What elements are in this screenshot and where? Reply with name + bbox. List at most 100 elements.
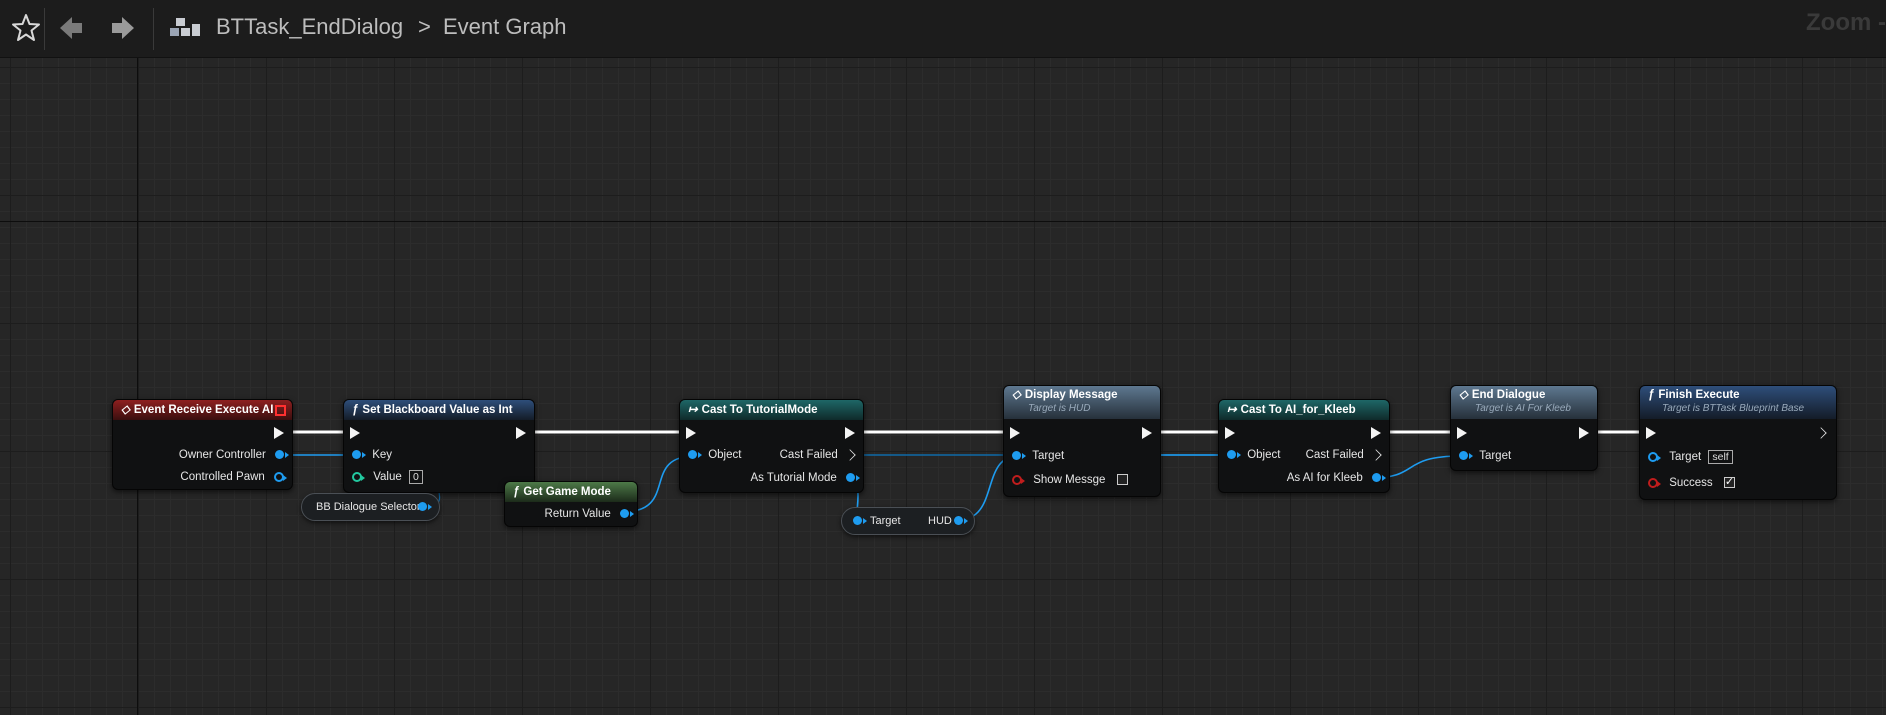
struct-pin-icon[interactable] xyxy=(418,502,432,511)
node-cast-to-tutorialmode[interactable]: ↦Cast To TutorialMode Object Cast Failed… xyxy=(679,399,864,493)
pin-label: Controlled Pawn xyxy=(180,471,265,483)
pin-label: Owner Controller xyxy=(178,449,266,461)
pin-success[interactable]: Success xyxy=(1648,474,1735,491)
breadcrumb-asset[interactable]: BTTask_EndDialog xyxy=(216,14,404,39)
pin-label: Target xyxy=(1479,450,1512,462)
object-pin-icon[interactable] xyxy=(1227,450,1241,460)
pin-target[interactable]: Target xyxy=(1012,448,1064,464)
node-title: End Dialogue xyxy=(1471,389,1546,401)
exec-out-pin[interactable] xyxy=(516,425,526,441)
exec-in-pin[interactable] xyxy=(350,425,360,441)
object-pin-icon[interactable] xyxy=(1372,473,1386,483)
node-display-message[interactable]: ◇Display Message Target is HUD Target Sh… xyxy=(1003,385,1161,497)
node-get-hud[interactable]: Target HUD xyxy=(841,507,975,535)
node-cast-to-ai-for-kleeb[interactable]: ↦Cast To AI_for_Kleeb Object Cast Failed… xyxy=(1218,399,1390,493)
struct-pin-icon[interactable] xyxy=(352,450,366,460)
pin-target[interactable]: Target xyxy=(1459,448,1511,464)
function-icon: ƒ xyxy=(513,486,520,498)
node-title: Event Receive Execute AI xyxy=(133,404,274,416)
exec-outline-icon[interactable] xyxy=(1815,427,1827,439)
pin-cast-failed[interactable]: Cast Failed xyxy=(1305,447,1382,463)
pin-object[interactable]: Object xyxy=(1227,447,1280,463)
show-message-checkbox[interactable] xyxy=(1116,474,1128,486)
pin-cast-failed[interactable]: Cast Failed xyxy=(779,447,856,463)
exec-arrow-icon xyxy=(1010,426,1020,439)
success-checkbox[interactable] xyxy=(1723,474,1735,490)
pin-controlled-pawn[interactable]: Controlled Pawn xyxy=(180,469,287,485)
exec-out-pin[interactable] xyxy=(274,425,284,441)
exec-in-pin[interactable] xyxy=(1225,425,1235,441)
int-pin-icon[interactable] xyxy=(352,471,365,482)
node-subtitle: Target is HUD xyxy=(1028,403,1091,414)
pin-owner-controller[interactable]: Owner Controller xyxy=(178,447,289,463)
pin-label: Target xyxy=(1032,450,1065,462)
object-pin-icon[interactable] xyxy=(274,471,287,482)
object-pin-icon[interactable] xyxy=(853,516,867,525)
exec-arrow-icon xyxy=(1371,426,1381,439)
exec-arrow-icon xyxy=(1579,426,1589,439)
exec-arrow-icon xyxy=(1225,426,1235,439)
object-pin-icon[interactable] xyxy=(1459,451,1473,461)
zoom-label: Zoom - xyxy=(1806,9,1886,36)
bool-pin-icon[interactable] xyxy=(1648,477,1661,488)
exec-outline-icon[interactable] xyxy=(1370,449,1382,461)
object-pin-icon[interactable] xyxy=(846,473,860,483)
node-header: ◇Display Message Target is HUD xyxy=(1004,386,1160,419)
pin-as-ai-for-kleeb[interactable]: As AI for Kleeb xyxy=(1286,470,1386,486)
exec-out-pin[interactable] xyxy=(845,425,855,441)
object-pin-icon[interactable] xyxy=(275,450,289,460)
arrow-right-icon[interactable] xyxy=(104,10,140,46)
node-header: ◇End Dialogue Target is AI For Kleeb xyxy=(1451,386,1597,419)
pin-target[interactable]: Target self xyxy=(1648,449,1733,465)
exec-out-pin[interactable] xyxy=(1815,425,1827,441)
pin-label: Return Value xyxy=(544,508,611,520)
exec-arrow-icon xyxy=(274,426,284,439)
exec-outline-icon[interactable] xyxy=(844,449,856,461)
pin-show-message[interactable]: Show Messge xyxy=(1012,472,1128,488)
target-value-input[interactable]: self xyxy=(1708,450,1733,464)
bool-pin-icon[interactable] xyxy=(1012,474,1025,485)
function-icon: ƒ xyxy=(1648,389,1655,401)
pin-label: HUD xyxy=(928,515,952,527)
exec-in-pin[interactable] xyxy=(1010,425,1020,441)
graph-origin-v-line xyxy=(137,57,138,715)
node-header: ↦Cast To TutorialMode xyxy=(680,400,863,420)
pin-label: Cast Failed xyxy=(779,449,838,461)
pin-label: Value xyxy=(373,471,402,483)
object-pin-icon[interactable] xyxy=(620,509,634,519)
exec-out-pin[interactable] xyxy=(1371,425,1381,441)
pin-label: Object xyxy=(708,449,742,461)
object-pin-icon[interactable] xyxy=(954,516,968,525)
exec-out-pin[interactable] xyxy=(1579,425,1589,441)
object-pin-icon[interactable] xyxy=(1648,451,1661,462)
pin-value[interactable]: Value 0 xyxy=(352,469,423,485)
exec-in-pin[interactable] xyxy=(1646,425,1656,441)
exec-arrow-icon xyxy=(1142,426,1152,439)
node-end-dialogue[interactable]: ◇End Dialogue Target is AI For Kleeb Tar… xyxy=(1450,385,1598,471)
arrow-left-icon[interactable] xyxy=(54,10,90,46)
pin-label: As AI for Kleeb xyxy=(1286,472,1363,484)
exec-in-pin[interactable] xyxy=(1457,425,1467,441)
value-input[interactable]: 0 xyxy=(408,470,423,484)
exec-out-pin[interactable] xyxy=(1142,425,1152,441)
star-icon[interactable] xyxy=(8,10,44,46)
pin-key[interactable]: Key xyxy=(352,447,392,463)
node-subtitle: Target is BTTask Blueprint Base xyxy=(1662,403,1805,414)
pin-as-tutorial-mode[interactable]: As Tutorial Mode xyxy=(751,470,860,486)
object-pin-icon[interactable] xyxy=(1012,451,1026,461)
delegate-pin-icon[interactable] xyxy=(275,405,286,416)
pin-label: Target xyxy=(1669,451,1702,463)
variable-bb-dialogue-selector[interactable]: BB Dialogue Selector xyxy=(301,493,440,521)
node-subtitle: Target is AI For Kleeb xyxy=(1475,403,1571,414)
node-event-receive-execute-ai[interactable]: ◇Event Receive Execute AI Owner Controll… xyxy=(112,399,293,490)
pin-return-value[interactable]: Return Value xyxy=(544,506,634,522)
object-pin-icon[interactable] xyxy=(688,450,702,460)
graph-origin-h-line xyxy=(0,221,1886,222)
pin-label: Cast Failed xyxy=(1305,449,1364,461)
pin-object[interactable]: Object xyxy=(688,447,741,463)
exec-in-pin[interactable] xyxy=(686,425,696,441)
